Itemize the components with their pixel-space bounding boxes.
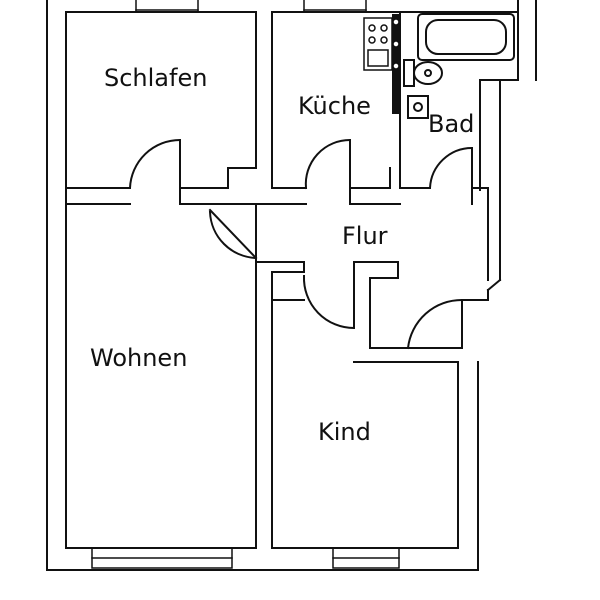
room-schlafen — [65, 11, 257, 205]
toilet-icon — [403, 59, 443, 87]
room-kind — [271, 299, 459, 549]
room-label-kueche: Küche — [298, 92, 371, 120]
entry-door — [406, 298, 464, 350]
stove-icon — [363, 17, 393, 71]
bad-door — [428, 146, 474, 205]
room-bad — [389, 11, 519, 191]
sink-icon — [407, 95, 429, 119]
room-wohnen — [209, 203, 257, 549]
bathtub-icon — [417, 13, 515, 61]
top-windows — [135, 0, 367, 13]
schlafen-door — [128, 138, 182, 205]
room-label-wohnen: Wohnen — [90, 344, 188, 372]
kueche-door — [304, 138, 352, 205]
room-label-flur: Flur — [342, 222, 388, 250]
pipe-fittings-icon — [392, 18, 400, 70]
room-label-bad: Bad — [428, 110, 475, 138]
room-kueche — [255, 11, 401, 205]
bottom-windows — [91, 547, 400, 569]
room-label-kind: Kind — [318, 418, 371, 446]
kind-door — [302, 274, 356, 330]
room-label-schlafen: Schlafen — [104, 64, 208, 92]
wohnen-door — [208, 208, 258, 260]
